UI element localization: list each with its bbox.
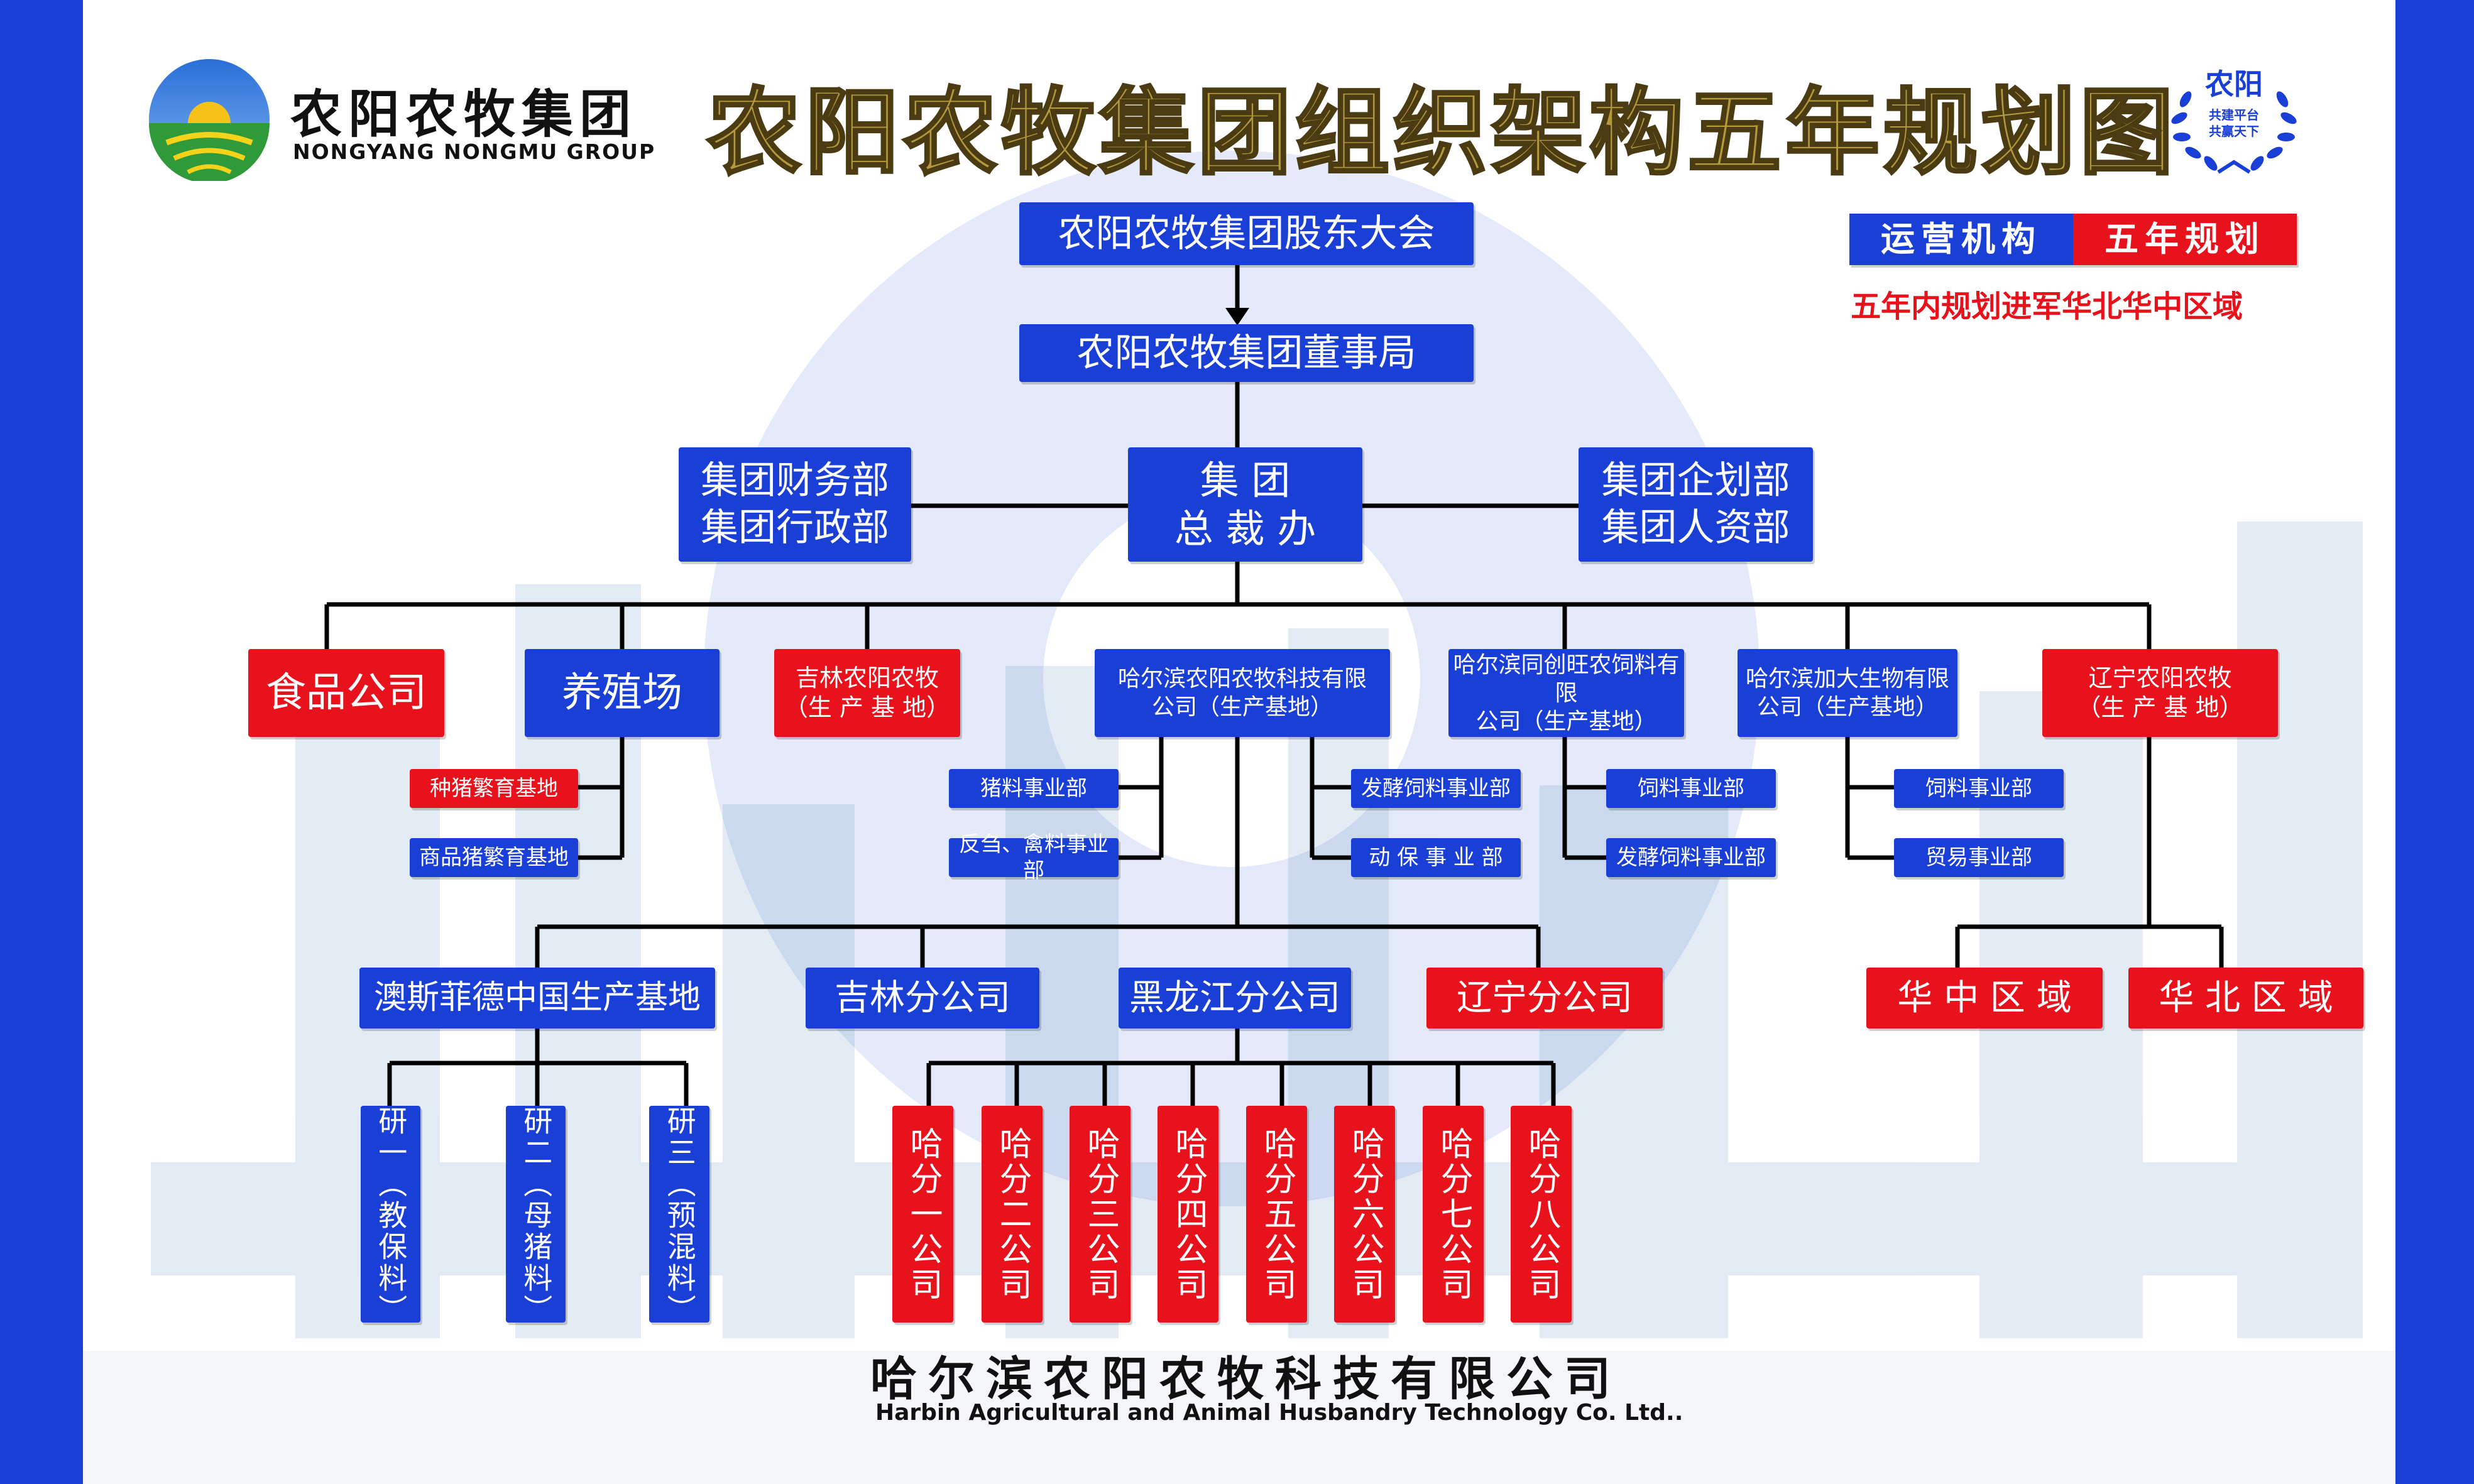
breeder-pig-base: 种猪繁育基地	[410, 769, 578, 808]
research-unit-1: 研一（教保料）	[361, 1106, 420, 1326]
harbin-feed-line1: 哈尔滨同创旺农饲料有限	[1453, 652, 1680, 706]
breeding-farm: 养殖场	[525, 649, 720, 737]
harbin-feed-line2: 公司（生产基地）	[1475, 708, 1657, 734]
harbin-branch-6: 哈分六公司	[1334, 1106, 1395, 1323]
planning-dept-label: 集团企划部	[1601, 459, 1790, 503]
arrow-down-icon	[1225, 308, 1249, 325]
liaoning-base-line2: （生 产 基 地）	[2077, 694, 2243, 721]
central-china-region: 华 中 区 域	[1866, 968, 2103, 1028]
logo-company-name: 农阳农牧集团	[290, 85, 638, 145]
hr-dept-label: 集团人资部	[1601, 506, 1790, 550]
planning-hr-dept: 集团企划部 集团人资部	[1579, 447, 1813, 562]
harbin-branch-7: 哈分七公司	[1423, 1106, 1484, 1323]
harbin-tech-company: 哈尔滨农阳农牧科技有限 公司（生产基地）	[1095, 649, 1390, 737]
harbin-branch-8: 哈分八公司	[1511, 1106, 1572, 1323]
finance-dept-label: 集团财务部	[701, 459, 889, 503]
president-office-line1: 集 团	[1200, 457, 1291, 503]
liaoning-production-base: 辽宁农阳农牧 （生 产 基 地）	[2042, 649, 2278, 737]
harbin-bio-line2: 公司（生产基地）	[1756, 694, 1938, 720]
liaoning-base-line1: 辽宁农阳农牧	[2088, 663, 2232, 692]
admin-dept-label: 集团行政部	[701, 506, 889, 550]
harbin-branch-5: 哈分五公司	[1246, 1106, 1307, 1323]
pig-feed-division: 猪料事业部	[949, 769, 1119, 808]
commercial-pig-base: 商品猪繁育基地	[410, 838, 578, 877]
finance-admin-dept: 集团财务部 集团行政部	[679, 447, 911, 562]
legend-blue-operating: 运营机构	[1849, 214, 2073, 265]
north-china-region: 华 北 区 域	[2128, 968, 2363, 1028]
trade-division: 贸易事业部	[1894, 838, 2064, 877]
harbin-tech-line2: 公司（生产基地）	[1151, 694, 1333, 720]
feed-division-feedco: 饲料事业部	[1606, 769, 1776, 808]
fermented-feed-division-tech: 发酵饲料事业部	[1351, 769, 1521, 808]
harbin-branch-2: 哈分二公司	[982, 1106, 1043, 1323]
svg-text:农阳: 农阳	[2205, 67, 2263, 101]
research-unit-2: 研二（母猪料）	[506, 1106, 566, 1326]
footer-company-english: Harbin Agricultural and Animal Husbandry…	[875, 1400, 1683, 1426]
aus-china-production-base: 澳斯菲德中国生产基地	[359, 968, 715, 1028]
jilin-production-base: 吉林农阳农牧 （生 产 基 地）	[774, 649, 960, 737]
footer-company-name: 哈尔滨农阳农牧科技有限公司	[870, 1352, 1622, 1406]
legend-red-five-year-plan: 五年规划	[2073, 214, 2297, 265]
svg-text:共赢天下: 共赢天下	[2209, 124, 2259, 139]
laurel-seal-icon: 农阳 共建平台 共赢天下	[2171, 67, 2297, 174]
board-of-directors: 农阳农牧集团董事局	[1019, 324, 1474, 382]
president-office: 集 团 总 裁 办	[1128, 447, 1362, 562]
food-company: 食品公司	[248, 649, 444, 737]
harbin-branch-1: 哈分一公司	[892, 1106, 953, 1323]
harbin-feed-company: 哈尔滨同创旺农饲料有限 公司（生产基地）	[1448, 649, 1684, 737]
animal-health-division: 动 保 事 业 部	[1351, 838, 1521, 877]
harbin-branch-4: 哈分四公司	[1158, 1106, 1218, 1323]
harbin-tech-line1: 哈尔滨农阳农牧科技有限	[1117, 666, 1367, 692]
sun-field-logo-icon	[149, 59, 270, 181]
jilin-base-line2: （生 产 基 地）	[784, 694, 951, 721]
heilongjiang-branch: 黑龙江分公司	[1119, 968, 1351, 1028]
research-unit-3: 研三（预混料）	[649, 1106, 709, 1326]
harbin-branch-3: 哈分三公司	[1070, 1106, 1130, 1323]
logo-company-english: NONGYANG NONGMU GROUP	[293, 139, 656, 164]
harbin-bio-company: 哈尔滨加大生物有限 公司（生产基地）	[1738, 649, 1957, 737]
page-title: 农阳农牧集团组织架构五年规划图	[706, 77, 2178, 189]
jilin-base-line1: 吉林农阳农牧	[795, 663, 939, 692]
president-office-line2: 总 裁 办	[1174, 506, 1316, 552]
harbin-bio-line1: 哈尔滨加大生物有限	[1745, 666, 1949, 692]
liaoning-branch: 辽宁分公司	[1426, 968, 1663, 1028]
ruminant-poultry-feed-division: 反刍、禽料事业部	[949, 832, 1119, 883]
svg-text:共建平台: 共建平台	[2209, 107, 2259, 123]
jilin-branch: 吉林分公司	[806, 968, 1039, 1028]
legend-note: 五年内规划进军华北华中区域	[1851, 289, 2243, 324]
fermented-feed-division-feedco: 发酵饲料事业部	[1606, 838, 1776, 877]
shareholders-meeting: 农阳农牧集团股东大会	[1019, 202, 1474, 265]
feed-division-bio: 饲料事业部	[1894, 769, 2064, 808]
